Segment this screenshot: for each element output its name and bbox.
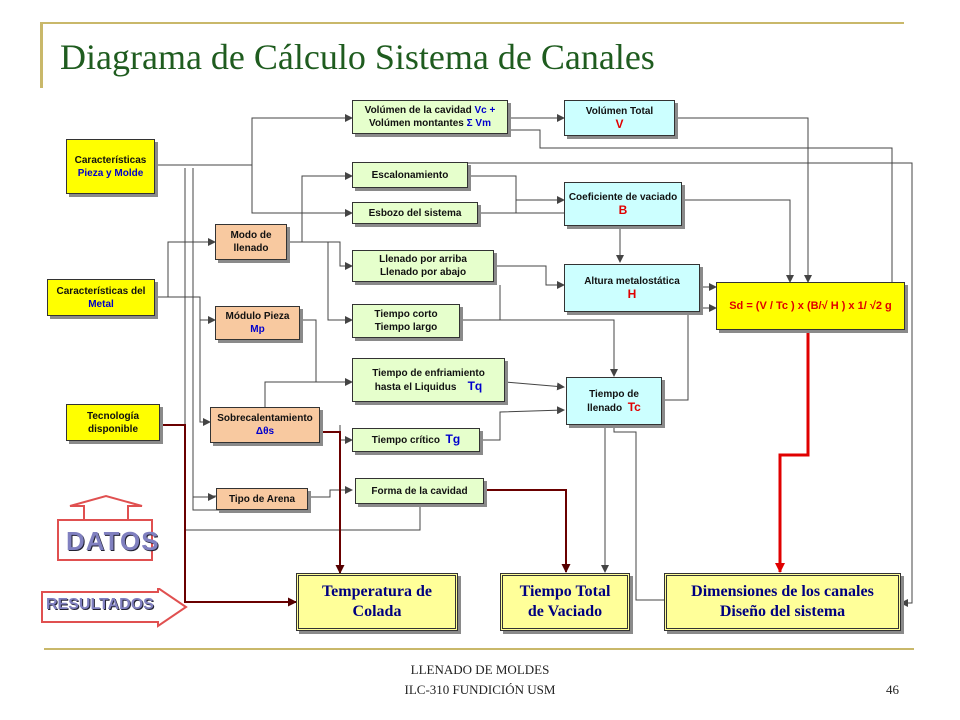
coef-label: Coeficiente de vaciado xyxy=(568,192,678,203)
input-tecnologia-sub: disponible xyxy=(88,423,138,435)
coef-sym: B xyxy=(618,203,628,217)
tipo-arena: Tipo de Arena xyxy=(216,488,308,510)
tiempo-critico: Tiempo crítico Tg xyxy=(352,428,480,452)
input-pieza-sub: Pieza y Molde xyxy=(77,167,144,179)
formula-text: Sd = (V / Tc ) x (B/√ H ) x 1/ √2 g xyxy=(729,299,892,312)
result-dimensiones: Dimensiones de los canales Diseño del si… xyxy=(664,573,901,631)
forma-label: Forma de la cavidad xyxy=(371,485,468,497)
result-dim-line-a: Dimensiones de los canales xyxy=(691,583,874,600)
llenado-arriba-abajo: Llenado por arriba Llenado por abajo xyxy=(352,250,494,282)
escalonamiento: Escalonamiento xyxy=(352,162,468,188)
sobrecal-sub: Δθs xyxy=(255,426,275,437)
top-rule xyxy=(40,22,904,24)
altura-label: Altura metalostática xyxy=(584,276,680,287)
modulo-pieza: Módulo Pieza Mp xyxy=(215,306,300,340)
altura-metalostatica: Altura metalostática H xyxy=(564,264,700,312)
llenado-line-b: Llenado por abajo xyxy=(379,267,467,278)
volumen-line-a: Volúmen de la cavidad Vc + xyxy=(364,105,496,116)
sobrecalentamiento: Sobrecalentamiento Δθs xyxy=(210,407,320,443)
bottom-rule xyxy=(44,648,914,650)
tiempo-line-b: Tiempo largo xyxy=(374,322,438,333)
formula-sd: Sd = (V / Tc ) x (B/√ H ) x 1/ √2 g xyxy=(716,282,905,330)
datos-legend-arrow xyxy=(57,494,153,561)
arena-label: Tipo de Arena xyxy=(228,493,296,505)
input-metal-label: Características del xyxy=(56,285,146,297)
forma-cavidad: Forma de la cavidad xyxy=(355,478,484,504)
result-temp-line-b: Colada xyxy=(352,603,402,620)
datos-label: DATOS xyxy=(66,526,160,556)
input-metal-sub: Metal xyxy=(88,298,114,310)
sobrecal-label: Sobrecalentamiento xyxy=(217,413,313,424)
tllenado-line-b: llenado Tc xyxy=(587,399,641,414)
modo-sub: llenado xyxy=(233,243,269,254)
modo-label: Modo de xyxy=(230,230,272,241)
escalonamiento-label: Escalonamiento xyxy=(371,169,449,181)
tiempo-enfriamiento: Tiempo de enfriamiento hasta el Liquidus… xyxy=(352,358,505,402)
result-tiempo-line-a: Tiempo Total xyxy=(519,583,611,600)
input-pieza-label: Características xyxy=(74,154,147,166)
footer-institution: ILC-310 FUNDICIÓN USM xyxy=(404,682,556,697)
tllenado-line-a: Tiempo de xyxy=(589,388,639,400)
modo-llenado: Modo de llenado xyxy=(215,224,287,260)
slide-title: Diagrama de Cálculo Sistema de Canales xyxy=(60,37,655,77)
esbozo-sistema: Esbozo del sistema xyxy=(352,202,478,224)
input-metal: Características del Metal xyxy=(47,279,155,316)
volumen-cavidad: Volúmen de la cavidad Vc + Volúmen monta… xyxy=(352,100,508,134)
input-tecnologia-label: Tecnología xyxy=(86,410,140,422)
critico-line: Tiempo crítico Tg xyxy=(371,432,461,447)
altura-sym: H xyxy=(627,287,637,301)
tiempo-llenado: Tiempo de llenado Tc xyxy=(566,377,662,425)
result-temperatura: Temperatura de Colada xyxy=(296,573,458,631)
modulo-sub: Mp xyxy=(250,324,265,335)
result-tiempo-total: Tiempo Total de Vaciado xyxy=(500,573,630,631)
vtotal-sym: V xyxy=(615,117,624,131)
llenado-line-a: Llenado por arriba xyxy=(379,254,467,265)
esbozo-label: Esbozo del sistema xyxy=(368,207,462,219)
modulo-label: Módulo Pieza xyxy=(225,311,290,322)
left-rule xyxy=(40,22,43,88)
tiempo-corto-largo: Tiempo corto Tiempo largo xyxy=(352,304,460,338)
resultados-label: RESULTADOS xyxy=(46,596,154,613)
result-temp-line-a: Temperatura de xyxy=(321,583,433,600)
vtotal-label: Volúmen Total xyxy=(585,106,654,117)
volumen-line-b: Volúmen montantes Σ Vm xyxy=(369,118,491,129)
coeficiente-vaciado: Coeficiente de vaciado B xyxy=(564,182,682,226)
enfr-line-a: Tiempo de enfriamiento xyxy=(372,367,485,379)
enfr-line-b: hasta el Liquidus Tq xyxy=(374,378,483,393)
volumen-total: Volúmen Total V xyxy=(564,100,675,136)
result-tiempo-line-b: de Vaciado xyxy=(527,603,603,620)
input-tecnologia: Tecnología disponible xyxy=(66,404,160,441)
input-pieza-molde: Características Pieza y Molde xyxy=(66,139,155,194)
tiempo-line-a: Tiempo corto xyxy=(374,309,438,320)
page-number: 46 xyxy=(886,682,899,697)
result-dim-line-b: Diseño del sistema xyxy=(719,603,846,620)
footer-course: LLENADO DE MOLDES xyxy=(410,662,550,677)
resultados-legend-arrow xyxy=(41,588,188,628)
